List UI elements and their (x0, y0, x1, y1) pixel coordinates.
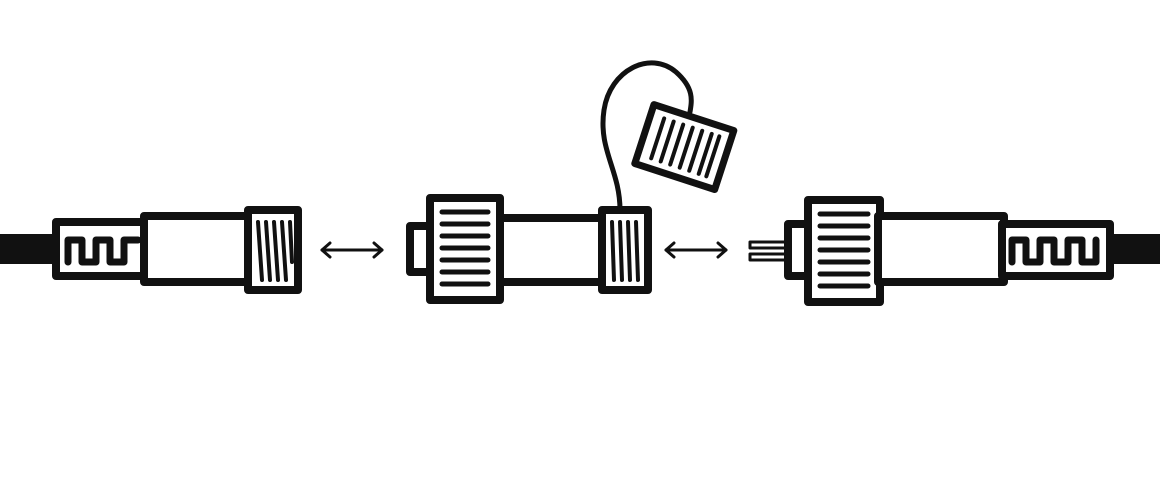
left-body (140, 212, 254, 286)
right-nut-ribs (817, 211, 871, 289)
right-body (874, 212, 1008, 286)
left-cable (0, 234, 62, 264)
coupler-body (496, 214, 608, 286)
cap-tether (600, 60, 694, 213)
left-squiggle (64, 236, 142, 266)
coupler-thread (598, 206, 652, 294)
double-arrow-icon (320, 241, 384, 259)
extension-coupler-with-cap (406, 60, 738, 304)
protective-cap (631, 101, 738, 194)
left-thread-lines (256, 220, 294, 282)
right-cable (1106, 234, 1160, 264)
female-cable-connector (0, 206, 302, 294)
coupler-thread-lines (610, 220, 640, 282)
double-arrow-icon (664, 241, 728, 259)
coupler-nut-ribs (439, 209, 491, 287)
male-cable-connector (748, 196, 1160, 306)
right-squiggle (1008, 236, 1100, 266)
